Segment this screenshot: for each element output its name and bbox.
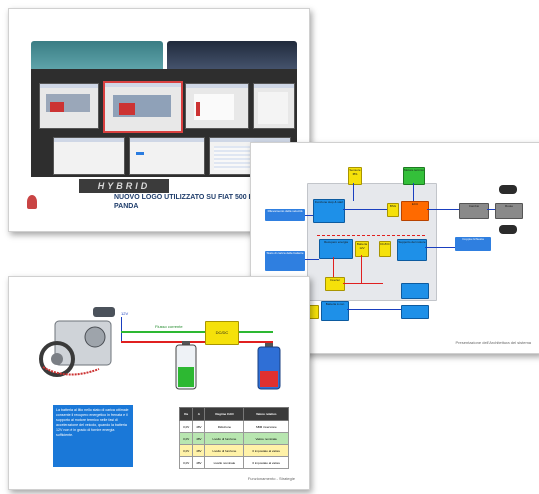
window-thumbnail[interactable]	[53, 137, 125, 175]
info-textbox: La batteria al litio nello stato di cari…	[53, 405, 133, 467]
side-label: Coppia richiesta	[455, 237, 491, 251]
slide-title: NUOVO LOGO UTILIZZATO SU FIAT 500 E PAND…	[114, 194, 254, 210]
connector-line	[413, 183, 414, 201]
window-thumbnail[interactable]	[185, 83, 249, 129]
dcdc-converter: DC/DC	[205, 321, 239, 345]
side-label: Rilevamento della velocità	[265, 209, 305, 221]
power-line-dashed	[317, 235, 427, 236]
slide-caption: Funzionamento - Strategie	[247, 476, 295, 481]
slide-thumbnail-3[interactable]: 12V Flusso corrente DC/DC La batteria al…	[8, 276, 310, 490]
window-thumbnail[interactable]	[129, 137, 205, 175]
table-row: 0,0V 48V Livello di funzione Valore nomi…	[178, 432, 289, 445]
table-row: 0,0V 48V Livello di funzione 0 impostato…	[178, 444, 289, 457]
battery-li-box: Batteria Li-ion	[321, 301, 349, 321]
table-cell: Livello di funzione	[204, 432, 245, 445]
battery-li-icon	[257, 343, 281, 390]
battery12-box: Batteria 12V	[355, 241, 369, 257]
table-cell: 0 impostato al valore	[243, 456, 289, 469]
table-cell: 0,0V	[178, 420, 194, 433]
connector-line	[425, 247, 455, 248]
bsg-box: BSG	[387, 203, 399, 217]
function-box: Funzione stop & start	[313, 199, 345, 223]
wheel-icon	[499, 225, 517, 234]
table-cell: Livello di funzione	[204, 444, 245, 457]
inverter-box: Inverter	[325, 277, 345, 291]
table-cell: Livello nominale	[204, 456, 245, 469]
regen-box: Recupero energia	[319, 239, 353, 259]
table-header: Da	[178, 407, 194, 421]
window-thumbnail-selected[interactable]	[103, 81, 183, 133]
engine-illustration	[39, 307, 115, 377]
boost-box: Supporto del motore	[397, 239, 427, 261]
battery-12v-icon	[175, 341, 197, 390]
connector-line	[347, 309, 401, 310]
flow-label: Flusso corrente	[155, 324, 183, 329]
slide-caption: Presentazione dell'Architettura del sist…	[455, 340, 531, 345]
table-cell: 0,0V	[178, 444, 194, 457]
table-cell: SBM inversione	[243, 420, 289, 433]
table-header: Regime CAN	[204, 407, 245, 421]
sensor-box: Sensore IBS	[348, 167, 362, 185]
gearbox-box: Cambio	[459, 203, 489, 219]
table-row: 0,0V 48V Riduzione SBM inversione	[178, 420, 289, 433]
table-cell: 48V	[192, 420, 206, 433]
table-cell: 48V	[192, 432, 206, 445]
voltage-label: 12V	[121, 311, 129, 316]
connector-line	[305, 215, 313, 216]
module-box	[401, 305, 429, 319]
table-cell: Valore nominale	[243, 432, 289, 445]
table-header: Valore relativo	[243, 407, 289, 421]
table-cell: 0 impostato al valore	[243, 444, 289, 457]
table-cell: 48V	[192, 444, 206, 457]
engine-box: Motore termico	[403, 167, 425, 185]
brand-logo-icon	[27, 195, 37, 209]
table-row: 0,0V 48V Livello nominale 0 impostato al…	[178, 456, 289, 469]
table-cell: 0,0V	[178, 432, 194, 445]
power-line	[237, 341, 273, 343]
power-line	[333, 257, 334, 277]
power-line	[343, 283, 383, 284]
ecu-box: ECU	[401, 201, 429, 221]
current-flow-line	[237, 331, 273, 333]
table-cell: 48V	[192, 456, 206, 469]
connector-line	[487, 209, 495, 210]
table-cell: 0,0V	[178, 456, 194, 469]
table-header: A	[192, 407, 206, 421]
connector-line	[353, 183, 354, 201]
connector-line	[427, 209, 459, 210]
power-line	[361, 255, 362, 283]
connector-line	[305, 259, 319, 260]
wheels-box: Ruote	[495, 203, 523, 219]
window-thumbnail[interactable]	[39, 83, 99, 129]
hybrid-logo: HYBRID	[79, 179, 169, 193]
connector-line	[343, 209, 387, 210]
module-box	[401, 283, 429, 299]
slide-thumbnail-1[interactable]: HYBRID NUOVO LOGO UTILIZZATO SU FIAT 500…	[8, 8, 310, 232]
connector-line	[121, 317, 122, 341]
side-label: Stato di carica delle batterie	[265, 251, 305, 271]
dcdc-box: DC/DC	[379, 241, 391, 257]
wheel-icon	[499, 185, 517, 194]
table-cell: Riduzione	[204, 420, 245, 433]
register-table: Da A Regime CAN Valore relativo 0,0V 48V…	[178, 407, 289, 469]
power-line	[121, 341, 205, 343]
window-thumbnail[interactable]	[253, 83, 295, 129]
current-flow-line	[121, 331, 205, 333]
